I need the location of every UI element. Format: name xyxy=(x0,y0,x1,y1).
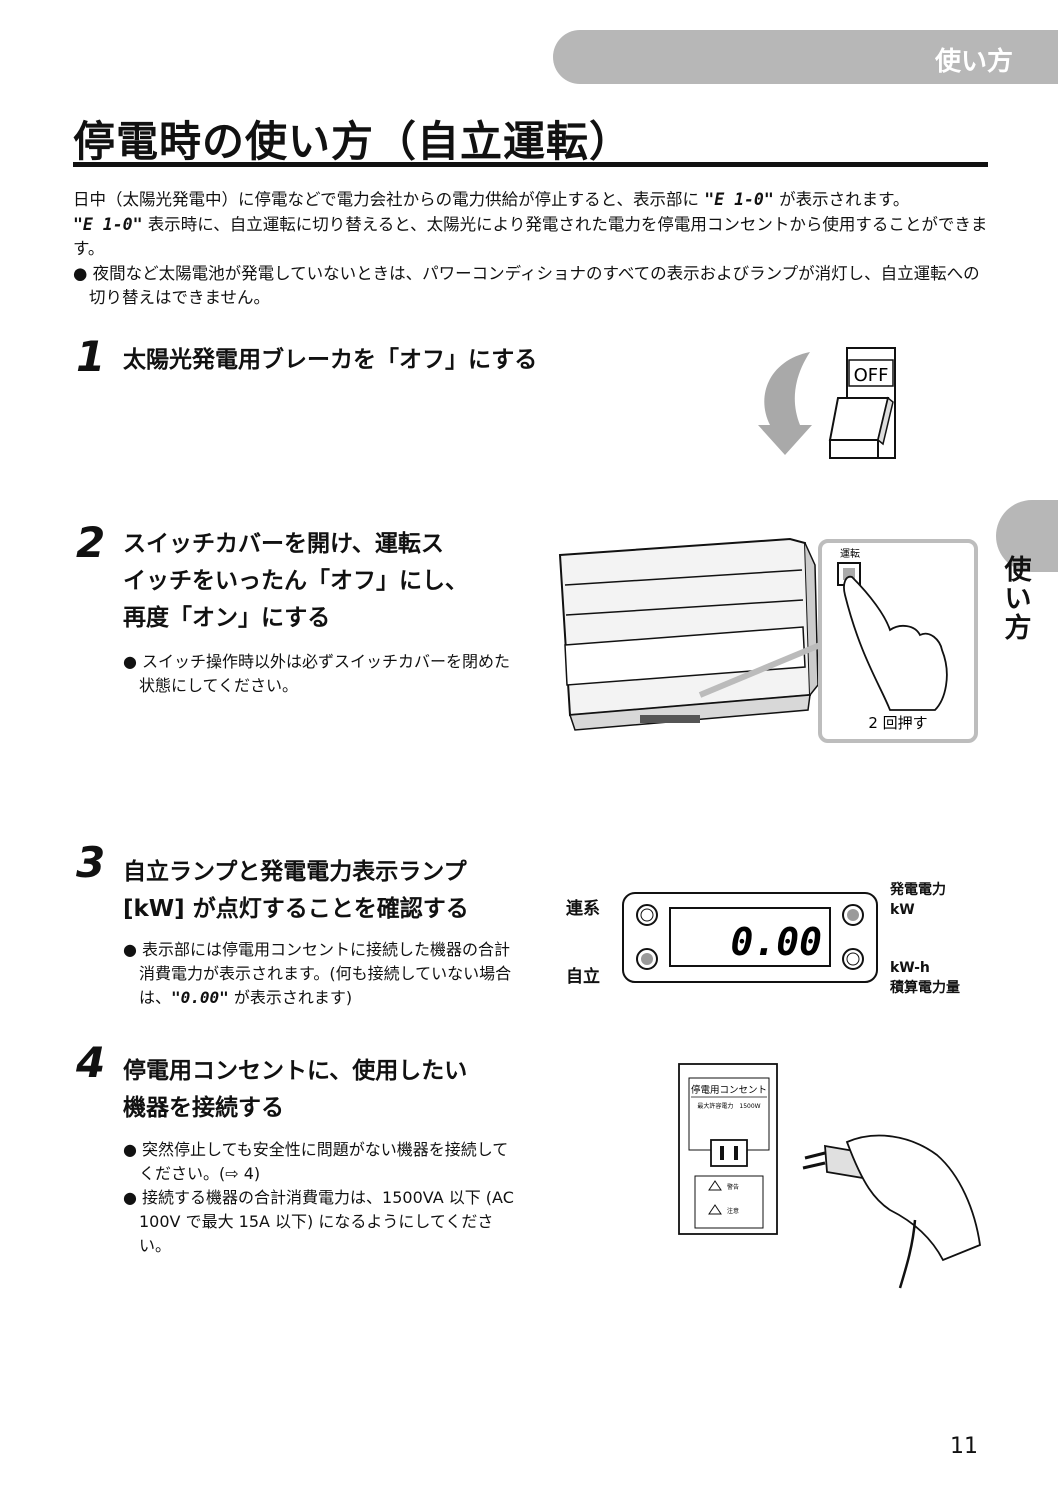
intro-line1-text: 日中（太陽光発電中）に停電などで電力会社からの電力供給が停止すると、表示部に xyxy=(73,190,700,209)
step-4-number: 4 xyxy=(76,1038,106,1087)
display-label-power: 発電電力 kW xyxy=(890,880,946,920)
outlet-label-card xyxy=(688,1077,770,1151)
plug-prongs xyxy=(802,1151,826,1170)
page-title: 停電時の使い方（自立運転） xyxy=(73,117,633,166)
title-underline xyxy=(73,162,988,167)
power-conditioner-figure: 運転 2 回押す xyxy=(558,537,978,743)
switch-caption: 2 回押す xyxy=(868,714,927,732)
side-index-tab xyxy=(996,500,1058,572)
warning-triangle-icon xyxy=(708,1180,722,1191)
conditioner-rib xyxy=(564,569,803,586)
step-4-title-line2: 機器を接続する xyxy=(123,1095,284,1121)
display-label-power-2: kW xyxy=(890,902,915,918)
step-4-title-line1: 停電用コンセントに、使用したい xyxy=(123,1058,468,1084)
section-header-label: 使い方 xyxy=(934,47,1013,77)
conditioner-rib xyxy=(565,599,804,616)
side-index-char: 使 xyxy=(1004,555,1032,586)
step-3-number: 3 xyxy=(76,838,106,887)
breaker-off-label: OFF xyxy=(854,365,889,386)
independent-lamp-lit xyxy=(641,953,653,965)
display-screen xyxy=(669,907,831,967)
conditioner-body xyxy=(558,537,812,717)
step-3-title-line2: [kW] が点灯することを確認する xyxy=(123,896,469,922)
intro-line1-code: "E 1-0" xyxy=(704,190,774,209)
step-2-number: 2 xyxy=(76,518,106,567)
hand-holding-plug-icon xyxy=(845,1134,981,1262)
display-label-energy-1: kW-h xyxy=(890,960,930,976)
step-1-title: 太陽光発電用ブレーカを「オフ」にする xyxy=(123,347,538,373)
grid-tie-lamp-inner xyxy=(640,908,654,922)
side-index-char: 方 xyxy=(1004,613,1032,644)
step-4-note-1: ● 突然停止しても安全性に問題がない機器を接続してください。(⇨ 4) xyxy=(123,1140,509,1183)
step-3-note-after: が表示されます) xyxy=(233,988,353,1007)
intro-line2-code: "E 1-0" xyxy=(73,214,143,234)
intro-line2: "E 1-0" 表示時に、自立運転に切り替えると、太陽光により発電された電力を停… xyxy=(73,213,988,262)
display-label-power-1: 発電電力 xyxy=(890,882,946,898)
outlet-warning: 警告 xyxy=(727,1183,739,1191)
step-4-notes: ● 突然停止しても安全性に問題がない機器を接続してください。(⇨ 4) ● 接続… xyxy=(123,1138,523,1258)
step-3-note-before: ● 表示部には停電用コンセントに接続した機器の合計消費電力が表示されます。(何も… xyxy=(123,940,512,1007)
outlet-figure: 停電用コンセント 最大許容電力 1500W 警告 注意 xyxy=(678,1063,981,1289)
step-3-title: 自立ランプと発電電力表示ランプ [kW] が点灯することを確認する xyxy=(123,854,469,928)
step-2-title: スイッチカバーを開け、運転ス イッチをいったん「オフ」にし、 再度「オン」にする xyxy=(123,526,468,637)
intro-text: 日中（太陽光発電中）に停電などで電力会社からの電力供給が停止すると、表示部に "… xyxy=(73,188,988,311)
side-index-char: い xyxy=(1004,584,1032,615)
display-label-energy-2: 積算電力量 xyxy=(890,980,960,996)
conditioner-bottom xyxy=(568,694,811,731)
breaker-lever xyxy=(829,439,879,459)
step-2-note: ● スイッチ操作時以外は必ずスイッチカバーを閉めた状態にしてください。 xyxy=(123,650,523,698)
step-3-note-code: "0.00" xyxy=(171,988,229,1007)
intro-line1-after: が表示されます。 xyxy=(779,190,910,209)
step-1-number: 1 xyxy=(76,332,106,381)
display-value: 0.00 xyxy=(730,920,822,964)
display-label-independent: 自立 xyxy=(566,967,600,987)
step-2-title-line3: 再度「オン」にする xyxy=(123,605,331,631)
outlet-slot xyxy=(720,1146,724,1160)
outlet-spec: 最大許容電力 1500W xyxy=(697,1102,760,1110)
down-arrow-icon xyxy=(758,352,812,455)
conditioner-vent xyxy=(640,715,700,723)
kw-lamp-lit xyxy=(847,909,859,921)
step-3-note: ● 表示部には停電用コンセントに接続した機器の合計消費電力が表示されます。(何も… xyxy=(123,938,523,1010)
breaker-off-figure: OFF xyxy=(758,347,896,459)
step-3-title-line1: 自立ランプと発電電力表示ランプ xyxy=(123,859,467,885)
callout-line xyxy=(698,642,822,698)
outlet-caution: 注意 xyxy=(727,1207,739,1215)
intro-line1: 日中（太陽光発電中）に停電などで電力会社からの電力供給が停止すると、表示部に "… xyxy=(73,188,988,213)
page-number: 11 xyxy=(950,1434,978,1459)
breaker-lever-side xyxy=(877,396,894,446)
outlet-title: 停電用コンセント xyxy=(691,1084,767,1096)
display-panel-figure: 0.00 xyxy=(622,892,878,983)
step-3-note-text: ● 表示部には停電用コンセントに接続した機器の合計消費電力が表示されます。(何も… xyxy=(123,938,523,1010)
step-4-title: 停電用コンセントに、使用したい 機器を接続する xyxy=(123,1053,467,1127)
step-2-note-text: ● スイッチ操作時以外は必ずスイッチカバーを閉めた状態にしてください。 xyxy=(123,652,511,695)
breaker-label-box xyxy=(848,359,894,387)
kwh-lamp-inner xyxy=(846,952,860,966)
intro-bullet: ● 夜間など太陽電池が発電していないときは、パワーコンディショナのすべての表示お… xyxy=(73,263,980,308)
step-4-note-2: ● 接続する機器の合計消費電力は、1500VA 以下 (AC 100V で最大 … xyxy=(123,1188,514,1255)
conditioner-cover xyxy=(564,626,806,686)
conditioner-side xyxy=(804,542,819,696)
section-header-tab: 使い方 xyxy=(553,30,1058,84)
outlet-socket xyxy=(710,1139,748,1167)
display-label-grid-tie: 連系 xyxy=(566,899,600,919)
intro-line2-text: 表示時に、自立運転に切り替えると、太陽光により発電された電力を停電用コンセントか… xyxy=(73,214,988,259)
side-index-label: 使い方 xyxy=(998,556,1038,643)
pointing-hand-icon xyxy=(843,575,948,711)
step-2-title-line2: イッチをいったん「オフ」にし、 xyxy=(123,568,468,594)
outlet-slot xyxy=(734,1146,738,1160)
caution-triangle-icon xyxy=(708,1204,722,1215)
plug-cord xyxy=(898,1219,917,1289)
display-label-energy: kW-h 積算電力量 xyxy=(890,958,960,998)
step-2-title-line1: スイッチカバーを開け、運転ス xyxy=(123,531,444,557)
switch-label: 運転 xyxy=(840,548,860,560)
outlet-warning-card xyxy=(694,1175,764,1229)
